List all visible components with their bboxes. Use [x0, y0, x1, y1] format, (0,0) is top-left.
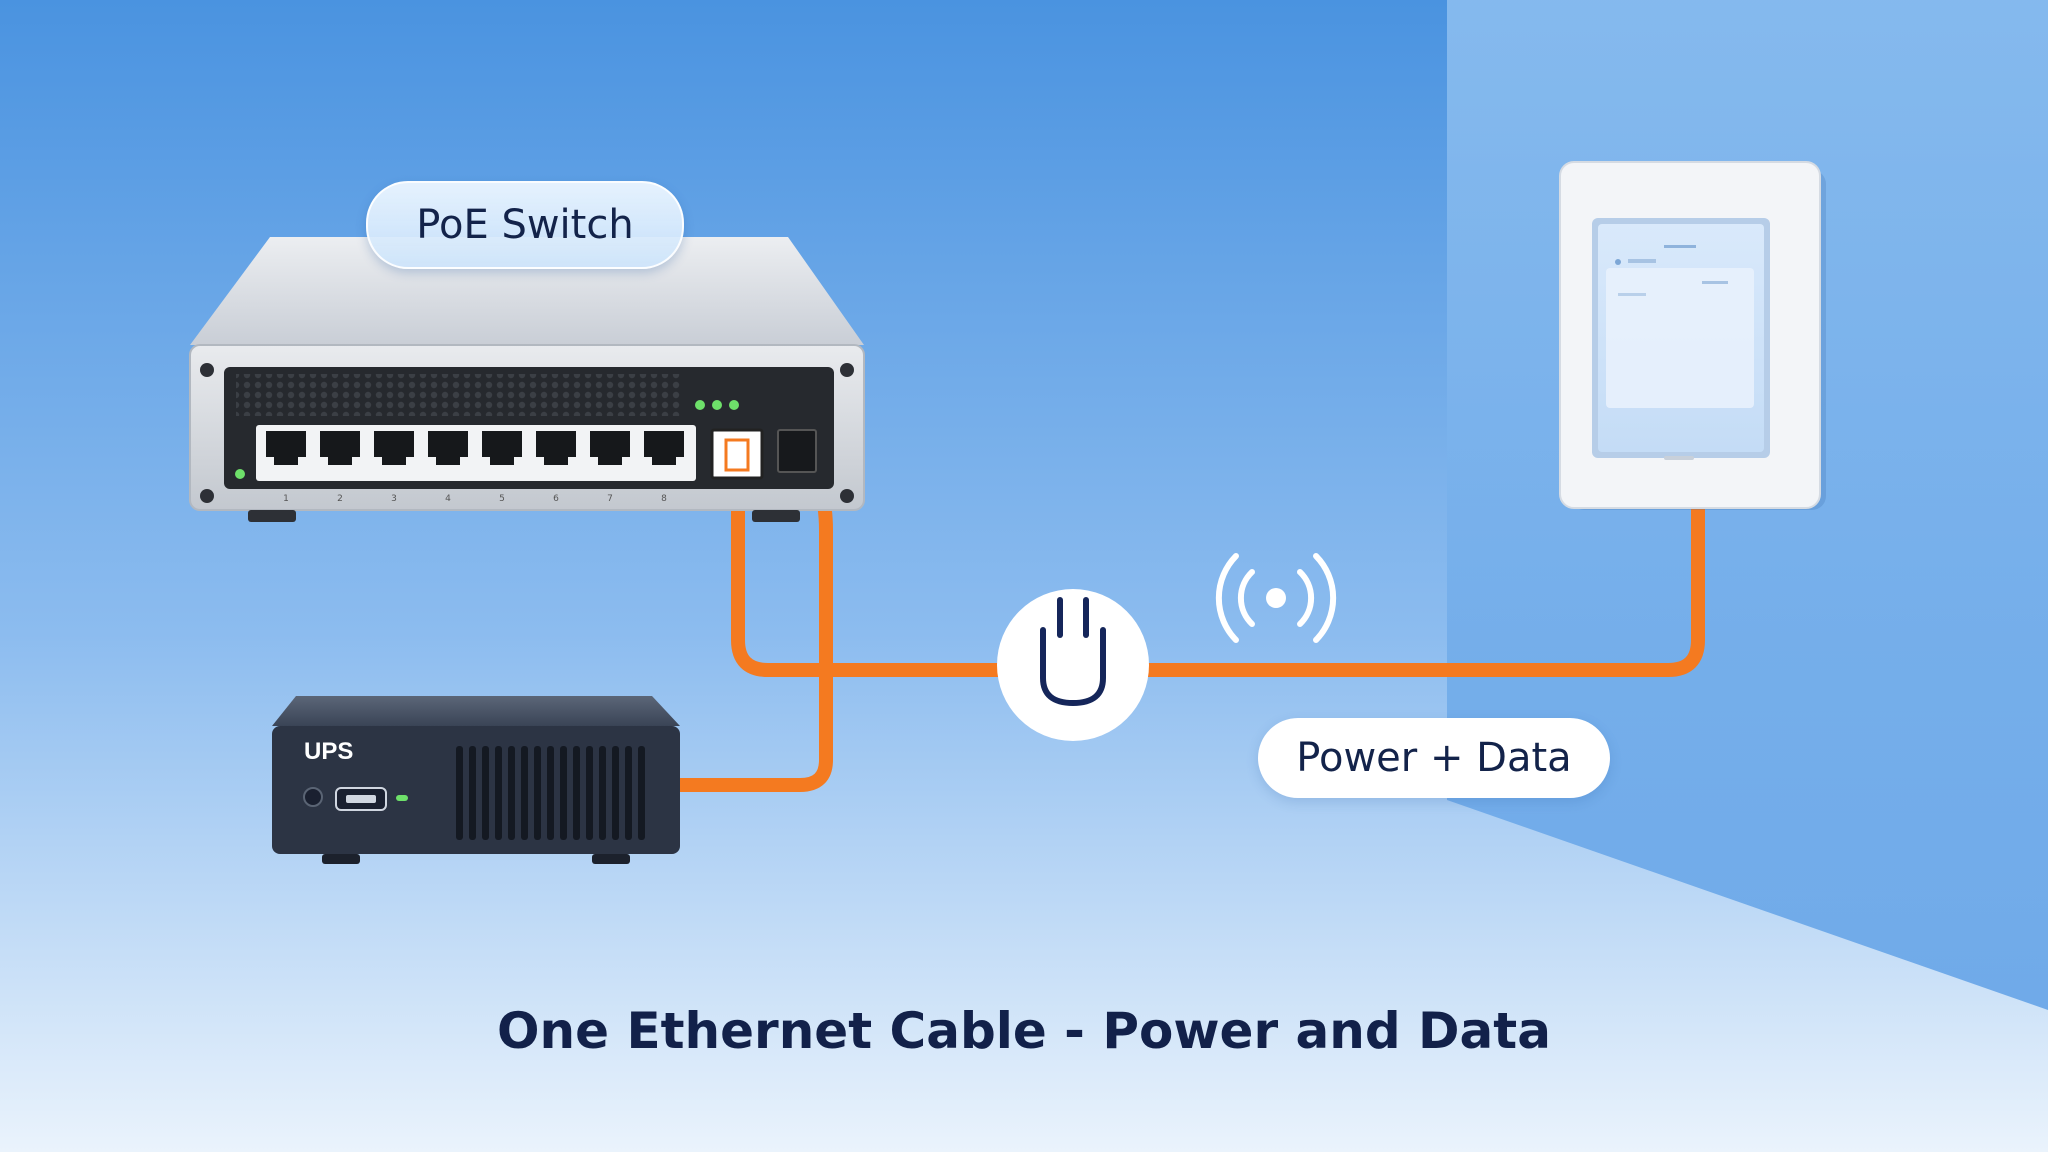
- ethernet-port: [482, 431, 522, 465]
- ups-vent-slot: [612, 746, 619, 840]
- ups-vent-slot: [547, 746, 554, 840]
- power-icon-badge: [997, 589, 1149, 741]
- switch-screw: [840, 489, 854, 503]
- status-led: [695, 400, 705, 410]
- ups-vent-slot: [573, 746, 580, 840]
- switch-port-strip: [256, 425, 696, 481]
- ups-vent-slot: [456, 746, 463, 840]
- wall-device-button: [1664, 456, 1694, 460]
- power-plug-icon: [997, 589, 1149, 741]
- ups-vent-slot: [482, 746, 489, 840]
- status-led: [712, 400, 722, 410]
- ethernet-port: [374, 431, 414, 465]
- port-number: 5: [499, 494, 505, 504]
- wireless-signal-icon: [1215, 553, 1337, 643]
- switch-vent-grille: [236, 374, 682, 416]
- ups-foot: [592, 854, 630, 864]
- switch-foot: [248, 510, 296, 522]
- switch-top-surface: [190, 237, 864, 345]
- switch-port-numbers: 1 2 3 4 5 6 7 8: [283, 494, 667, 504]
- ethernet-port: [536, 431, 576, 465]
- switch-foot: [752, 510, 800, 522]
- port-number: 6: [553, 494, 559, 504]
- port-number: 3: [391, 494, 397, 504]
- switch-ports: [266, 431, 684, 465]
- port-number: 2: [337, 494, 343, 504]
- port-number: 7: [607, 494, 613, 504]
- usb-port-insert: [346, 795, 376, 803]
- ethernet-port: [590, 431, 630, 465]
- ups-vent-slot: [599, 746, 606, 840]
- switch-screw: [200, 363, 214, 377]
- ups-vent-slot: [560, 746, 567, 840]
- ups-vent-slot: [534, 746, 541, 840]
- port-number: 1: [283, 494, 289, 504]
- ups-vent-slot: [508, 746, 515, 840]
- ethernet-port: [320, 431, 360, 465]
- uplink-port-second: [777, 429, 817, 473]
- status-led: [729, 400, 739, 410]
- ups-foot: [322, 854, 360, 864]
- cable-switch-to-device: [731, 463, 1705, 677]
- switch-label: PoE Switch: [366, 181, 684, 269]
- ups-vent-slot: [625, 746, 632, 840]
- rj45-plug: [724, 438, 750, 472]
- ups-vent-slot: [638, 746, 645, 840]
- diagram-caption: One Ethernet Cable - Power and Data: [497, 1002, 1551, 1060]
- ethernet-port: [428, 431, 468, 465]
- ups-vents: [456, 746, 645, 840]
- ups-power-button: [303, 787, 323, 807]
- port-number: 4: [445, 494, 451, 504]
- ups-vent-slot: [586, 746, 593, 840]
- power-data-label: Power + Data: [1258, 718, 1610, 798]
- ups-status-led: [396, 795, 408, 801]
- ups-top-surface: [272, 696, 680, 726]
- switch-screw: [840, 363, 854, 377]
- screen-text-line: [1618, 293, 1646, 296]
- screen-dot-icon: [1615, 259, 1621, 265]
- ups-unit: [272, 696, 680, 864]
- screen-card: [1606, 268, 1754, 408]
- switch-screw: [200, 489, 214, 503]
- wall-device-speaker-grille: [1664, 245, 1696, 248]
- poe-switch: 1 2 3 4 5 6 7 8: [189, 237, 865, 522]
- switch-status-leds: [695, 400, 739, 410]
- ups-label: UPS: [304, 738, 354, 765]
- ups-vent-slot: [521, 746, 528, 840]
- ethernet-port: [644, 431, 684, 465]
- screen-text-line: [1702, 281, 1728, 284]
- wall-device: [1559, 161, 1826, 510]
- switch-power-led: [235, 469, 245, 479]
- ups-vent-slot: [495, 746, 502, 840]
- ups-vent-slot: [469, 746, 476, 840]
- screen-text-line: [1628, 259, 1656, 263]
- port-number: 8: [661, 494, 667, 504]
- ethernet-port: [266, 431, 306, 465]
